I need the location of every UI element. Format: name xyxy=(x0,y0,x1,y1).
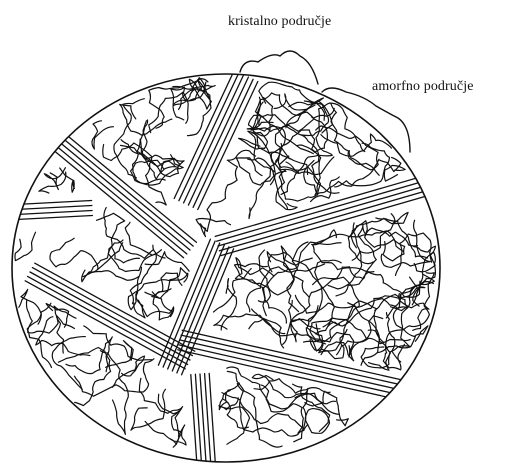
amorphous-chain xyxy=(222,393,303,442)
lamella-line xyxy=(35,263,195,351)
amorphous-chain xyxy=(50,238,98,269)
amorphous-chain xyxy=(235,258,273,280)
amorphous-chain xyxy=(97,213,140,262)
amorphous-chain xyxy=(219,398,250,444)
amorphous-chain xyxy=(384,165,405,181)
amorphous-chain xyxy=(279,159,379,201)
lamella-line xyxy=(16,216,92,220)
amorphous-chain xyxy=(60,168,75,192)
amorphous-chain xyxy=(120,104,172,135)
lamella-line xyxy=(172,245,224,371)
amorphous-chain xyxy=(27,303,51,367)
amorphous-chain xyxy=(281,246,312,312)
lamella-line xyxy=(178,350,408,402)
lamella-line xyxy=(188,77,248,205)
amorphous-chain xyxy=(221,279,236,330)
amorphous-chain xyxy=(152,289,172,320)
lamella-line xyxy=(184,75,244,203)
lamella-line xyxy=(16,201,92,205)
amorphous-chain xyxy=(92,121,114,149)
lamella-line xyxy=(193,79,253,207)
lamella-line xyxy=(215,174,429,236)
crystalline-region-label: kristalno područje xyxy=(228,14,331,30)
amorphous-chain xyxy=(15,232,36,260)
lamella-line xyxy=(16,211,92,215)
lamella-line xyxy=(37,130,187,254)
amorphous-chain xyxy=(125,222,161,255)
amorphous-chain xyxy=(312,231,404,252)
amorphous-chain xyxy=(121,139,179,177)
amorphous-chain xyxy=(128,273,188,309)
lamella-line xyxy=(25,281,185,369)
amorphous-chain xyxy=(276,156,297,210)
amorphous-chain xyxy=(39,172,66,193)
amorphous-chain xyxy=(315,260,342,334)
lamella-line xyxy=(181,335,411,387)
amorphous-chain xyxy=(351,221,405,261)
lamella-line xyxy=(16,206,92,210)
amorphous-chain xyxy=(316,126,379,170)
amorphous-chain xyxy=(114,99,144,178)
amorphous-chain xyxy=(52,337,85,390)
lamella-line xyxy=(182,330,412,382)
amorphous-chain xyxy=(396,233,432,275)
lamella-line xyxy=(219,189,433,251)
amorphous-chain xyxy=(145,273,182,296)
amorphous-chains xyxy=(15,78,436,448)
lamella-line xyxy=(179,345,409,397)
amorphous-chain xyxy=(381,220,430,267)
amorphous-chain xyxy=(414,246,436,272)
amorphous-chain xyxy=(100,351,128,435)
amorphous-chain xyxy=(254,379,330,394)
amorphous-region-label: amorfno područje xyxy=(372,79,474,95)
amorphous-chain xyxy=(19,289,42,324)
amorphous-chain xyxy=(145,421,186,445)
amorphous-chain xyxy=(173,79,215,105)
amorphous-chain xyxy=(310,318,366,342)
amorphous-chain xyxy=(214,279,271,312)
crystalline-region-brace xyxy=(240,51,318,84)
lamella-line xyxy=(34,134,184,258)
amorphous-chain xyxy=(380,158,401,172)
